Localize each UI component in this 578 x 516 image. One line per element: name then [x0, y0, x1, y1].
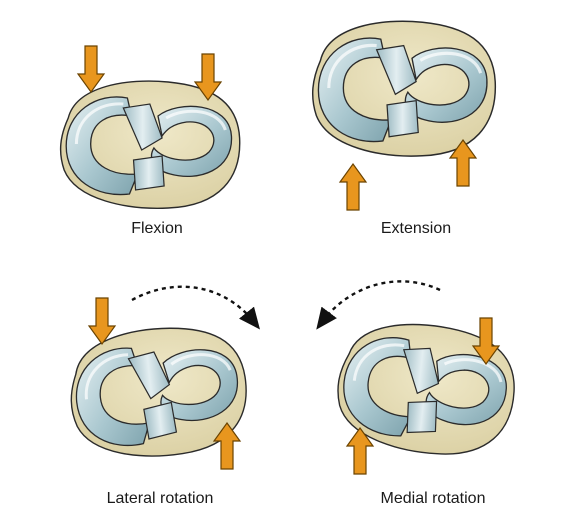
medial-rotation-panel: [316, 280, 522, 475]
tibial-plateau-image: [59, 79, 242, 210]
extension-panel: [311, 19, 497, 211]
clockwise-rotation-arrow-icon: [131, 285, 261, 330]
tibial-plateau-image: [311, 19, 497, 158]
panel-label-lateral-rotation: Lateral rotation: [106, 490, 214, 507]
force-arrow-icon: [339, 163, 367, 211]
flexion-panel: [59, 45, 242, 210]
force-arrow-icon: [88, 297, 116, 345]
lateral-rotation-panel: [63, 285, 261, 470]
panel-label-flexion: Flexion: [131, 220, 183, 237]
force-arrow-icon: [77, 45, 105, 93]
panel-label-medial-rotation: Medial rotation: [380, 490, 486, 507]
panel-label-extension: Extension: [380, 220, 452, 237]
counterclockwise-rotation-arrow-icon: [316, 280, 441, 330]
